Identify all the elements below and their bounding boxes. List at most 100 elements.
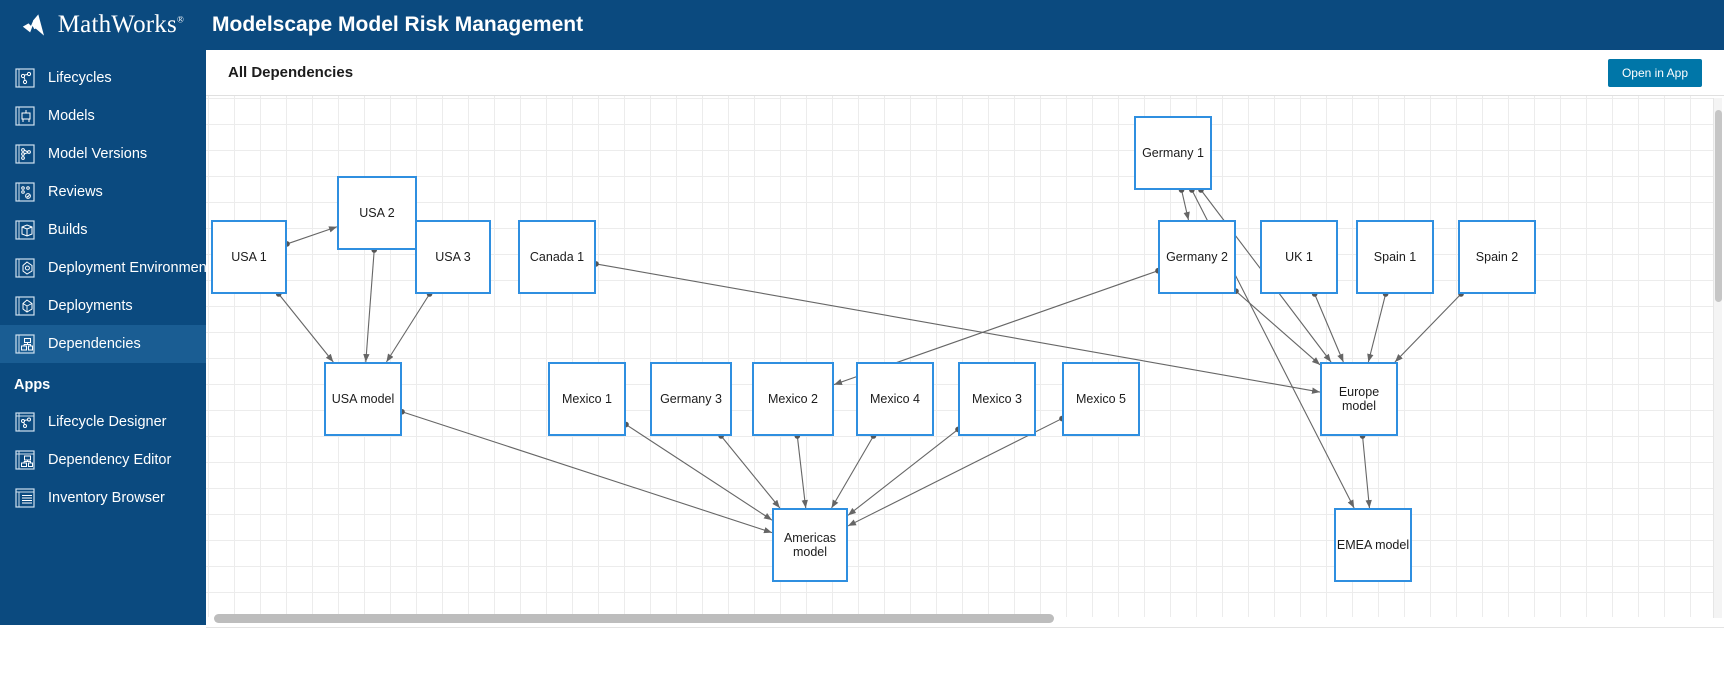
- graph-node-germany1[interactable]: Germany 1: [1134, 116, 1212, 190]
- graph-node-label: Canada 1: [529, 249, 585, 264]
- graph-node-mexico4[interactable]: Mexico 4: [856, 362, 934, 436]
- graph-edge-germany1-to-germany2: [1181, 189, 1190, 221]
- builds-icon: [15, 220, 35, 240]
- graph-node-spain1[interactable]: Spain 1: [1356, 220, 1434, 294]
- graph-node-label: Germany 2: [1166, 249, 1228, 264]
- graph-node-label: Germany 3: [660, 391, 722, 406]
- sidebar-item-label: Dependency Editor: [48, 451, 172, 468]
- sidebar-item-label: Builds: [48, 221, 88, 238]
- graph-edge-usamodel-to-americas: [401, 411, 773, 534]
- brand-name: MathWorks®: [57, 11, 184, 38]
- graph-node-label: UK 1: [1285, 249, 1313, 264]
- graph-node-germany2[interactable]: Germany 2: [1158, 220, 1236, 294]
- dependency-editor-icon: [15, 450, 35, 470]
- graph-edge-mexico2-to-americas: [796, 435, 808, 509]
- graph-edges-layer: [275, 187, 1464, 534]
- sidebar-item-models[interactable]: Models: [0, 97, 206, 135]
- deployments-icon: [15, 296, 35, 316]
- graph-node-label: Mexico 4: [869, 391, 921, 406]
- sidebar-item-label: Models: [48, 107, 95, 124]
- graph-node-label: Mexico 5: [1075, 391, 1127, 406]
- sidebar-item-deployment-environments[interactable]: Deployment Environments: [0, 249, 218, 287]
- graph-edge-germany2-to-europe: [1235, 290, 1321, 366]
- lifecycles-icon: [15, 68, 35, 88]
- graph-edge-mexico3-to-americas: [847, 429, 959, 516]
- canvas-bottom-divider: [206, 627, 1724, 628]
- inventory-browser-icon: [15, 488, 35, 508]
- lifecycle-designer-icon: [15, 412, 35, 432]
- dependencies-icon: [15, 334, 35, 354]
- mathworks-logo[interactable]: MathWorks®: [0, 11, 184, 39]
- graph-node-mexico5[interactable]: Mexico 5: [1062, 362, 1140, 436]
- graph-edge-spain2-to-europe: [1394, 293, 1462, 363]
- graph-edge-mexico5-to-americas: [847, 418, 1063, 527]
- graph-node-usamodel[interactable]: USA model: [324, 362, 402, 436]
- sidebar-item-lifecycle-designer[interactable]: Lifecycle Designer: [0, 403, 206, 441]
- graph-node-usa2[interactable]: USA 2: [337, 176, 417, 250]
- page-title: All Dependencies: [228, 64, 354, 81]
- sidebar-item-label: Dependencies: [48, 335, 141, 352]
- mathworks-membrane-icon: [22, 14, 45, 36]
- sidebar-section-apps: Apps: [14, 377, 51, 393]
- graph-node-germany3[interactable]: Germany 3: [650, 362, 732, 436]
- sidebar-item-label: Inventory Browser: [48, 489, 165, 506]
- graph-edge-usa3-to-usamodel: [385, 293, 431, 363]
- sidebar-item-inventory-browser[interactable]: Inventory Browser: [0, 479, 206, 517]
- graph-node-americas[interactable]: Americas model: [772, 508, 848, 582]
- graph-node-canada1[interactable]: Canada 1: [518, 220, 596, 294]
- graph-node-label: Mexico 1: [561, 391, 613, 406]
- graph-node-emea[interactable]: EMEA model: [1334, 508, 1412, 582]
- graph-edge-germany3-to-americas: [720, 435, 781, 509]
- horizontal-scrollbar-thumb[interactable]: [214, 614, 1054, 623]
- graph-edge-usa1-to-usamodel: [278, 293, 334, 363]
- graph-node-uk1[interactable]: UK 1: [1260, 220, 1338, 294]
- sidebar-item-dependencies[interactable]: Dependencies: [0, 325, 206, 363]
- graph-node-mexico2[interactable]: Mexico 2: [752, 362, 834, 436]
- sidebar-nav: Lifecycles Models: [0, 50, 218, 625]
- sidebar-item-lifecycles[interactable]: Lifecycles: [0, 59, 206, 97]
- graph-node-label: Germany 1: [1142, 145, 1204, 160]
- top-bar: MathWorks® Modelscape Model Risk Managem…: [0, 0, 1724, 50]
- graph-node-europe[interactable]: Europe model: [1320, 362, 1398, 436]
- reviews-icon: [15, 182, 35, 202]
- sidebar-item-dependency-editor[interactable]: Dependency Editor: [0, 441, 206, 479]
- graph-edge-usa1-to-usa2: [286, 226, 338, 245]
- model-versions-icon: [15, 144, 35, 164]
- graph-edge-canada1-to-europe: [595, 263, 1321, 394]
- graph-edge-mexico1-to-americas: [625, 424, 773, 521]
- graph-node-spain2[interactable]: Spain 2: [1458, 220, 1536, 294]
- graph-node-label: EMEA model: [1336, 537, 1410, 552]
- sidebar-item-reviews[interactable]: Reviews: [0, 173, 206, 211]
- graph-node-label: USA 3: [435, 249, 471, 264]
- graph-edge-spain1-to-europe: [1367, 293, 1387, 363]
- graph-edge-usa2-to-usamodel: [363, 249, 375, 363]
- graph-node-label: USA 1: [231, 249, 267, 264]
- vertical-scrollbar-thumb[interactable]: [1715, 110, 1722, 302]
- graph-edge-uk1-to-europe: [1314, 293, 1344, 363]
- graph-node-label: Mexico 3: [971, 391, 1023, 406]
- sidebar-item-label: Lifecycles: [48, 69, 112, 86]
- horizontal-scrollbar[interactable]: [208, 613, 1716, 625]
- sidebar-item-label: Lifecycle Designer: [48, 413, 167, 430]
- open-in-app-button[interactable]: Open in App: [1607, 58, 1702, 87]
- deployment-environments-icon: [15, 258, 35, 278]
- sidebar-item-label: Reviews: [48, 183, 103, 200]
- graph-node-usa3[interactable]: USA 3: [415, 220, 491, 294]
- footer-area: [206, 628, 1724, 687]
- sidebar-item-label: Deployment Environments: [48, 259, 219, 276]
- sidebar-item-model-versions[interactable]: Model Versions: [0, 135, 206, 173]
- graph-edge-mexico4-to-americas: [831, 435, 874, 509]
- graph-node-mexico3[interactable]: Mexico 3: [958, 362, 1036, 436]
- dependency-graph-canvas[interactable]: USA 1 USA 2 USA 3 Canada 1 USA model Mexico 1…: [206, 96, 1724, 625]
- graph-node-mexico1[interactable]: Mexico 1: [548, 362, 626, 436]
- sidebar-item-label: Model Versions: [48, 145, 148, 162]
- content-header: All Dependencies Open in App: [206, 50, 1724, 96]
- graph-node-usa1[interactable]: USA 1: [211, 220, 287, 294]
- vertical-scrollbar[interactable]: [1713, 98, 1722, 618]
- sidebar-item-builds[interactable]: Builds: [0, 211, 206, 249]
- sidebar-item-deployments[interactable]: Deployments: [0, 287, 206, 325]
- graph-node-label: Mexico 2: [767, 391, 819, 406]
- graph-node-label: USA model: [331, 391, 395, 406]
- graph-edge-europe-to-emea: [1362, 435, 1372, 509]
